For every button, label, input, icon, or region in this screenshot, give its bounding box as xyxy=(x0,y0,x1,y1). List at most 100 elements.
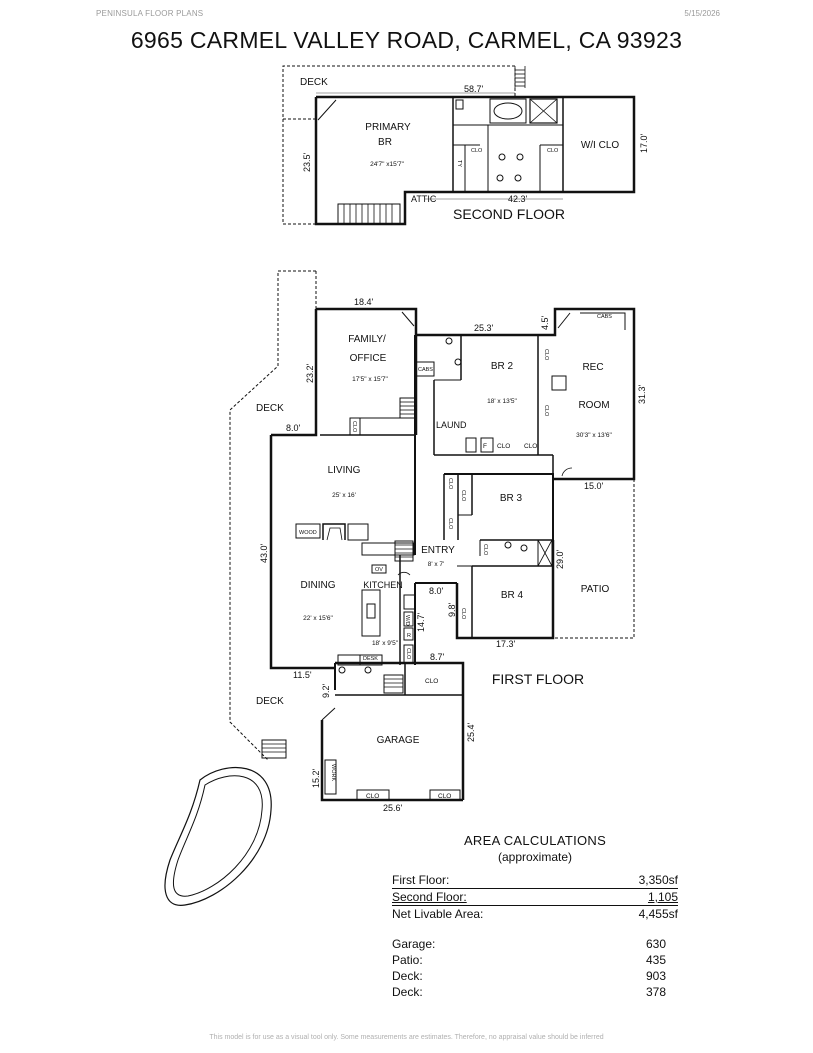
dim-18-4: 18.4' xyxy=(354,297,374,307)
work-label: WORK xyxy=(330,764,336,781)
room-primary-br-size: 24'7" x15'7" xyxy=(370,161,405,168)
ty-label: TY xyxy=(456,160,462,167)
room-patio: PATIO xyxy=(581,584,610,595)
clo-label: CLO xyxy=(460,490,466,502)
room-dining-size: 22' x 15'6" xyxy=(303,615,333,622)
room-rec-size: 30'3" x 13'6" xyxy=(576,432,612,439)
room-deck-left: DECK xyxy=(256,403,284,414)
dim-11-5: 11.5' xyxy=(293,670,312,680)
clo-label: CLO xyxy=(366,793,379,800)
area-row-label: Deck: xyxy=(392,985,423,999)
clo-label: CLO xyxy=(543,349,549,361)
clo-label: CLO xyxy=(351,421,357,433)
area-row-label: Deck: xyxy=(392,969,423,983)
clo-label: CLO xyxy=(460,608,466,620)
clo-label: CLO xyxy=(425,678,438,685)
dim-42-3: 42.3' xyxy=(508,194,528,204)
desk-label: DESK xyxy=(363,656,378,662)
wd-label: W/D xyxy=(404,615,410,626)
area-row-label: Garage: xyxy=(392,937,436,951)
area-row: Deck: 903 xyxy=(392,968,678,984)
area-row-label: Second Floor: xyxy=(392,890,467,904)
room-entry-size: 8' x 7' xyxy=(428,561,445,568)
dim-31-3: 31.3' xyxy=(637,384,647,404)
f-label: F xyxy=(483,443,487,450)
area-title: AREA CALCULATIONS xyxy=(463,833,607,848)
floor-label-second: SECOND FLOOR xyxy=(453,206,565,222)
clo-label: CLO xyxy=(471,148,483,154)
plan-date: 5/15/2026 xyxy=(684,9,720,18)
room-kitchen: KITCHEN xyxy=(363,580,403,590)
area-row: Deck: 378 xyxy=(392,984,678,1000)
clo-label: CLO xyxy=(543,405,549,417)
area-row-value: 378 xyxy=(645,985,666,999)
dim-25-4: 25.4' xyxy=(466,722,476,742)
area-row-value: 630 xyxy=(645,937,666,951)
dim-15-0: 15.0' xyxy=(584,481,604,491)
room-kitchen-size: 18' x 9'5" xyxy=(372,640,399,647)
area-calculations: AREA CALCULATIONS (approximate) First Fl… xyxy=(392,833,678,1000)
clo-label: CLO xyxy=(447,478,453,490)
ov-label: OV xyxy=(375,567,383,573)
room-family-office-line1: FAMILY/ xyxy=(348,334,386,345)
clo-label: CLO xyxy=(547,148,559,154)
area-row-value: 4,455sf xyxy=(638,907,678,921)
clo-label: CLO xyxy=(497,443,510,450)
area-row-value: 903 xyxy=(645,969,666,983)
dim-17-3: 17.3' xyxy=(496,639,516,649)
dim-17-0: 17.0' xyxy=(639,133,649,153)
room-br2: BR 2 xyxy=(491,361,514,372)
area-row-value: 1,105 xyxy=(647,890,678,904)
clo-label: CLO xyxy=(482,544,488,556)
dim-25-3: 25.3' xyxy=(474,323,494,333)
room-laund: LAUND xyxy=(436,420,467,430)
area-subtitle: (approximate) xyxy=(497,850,573,864)
dim-8-7: 8.7' xyxy=(430,652,445,662)
wood-label: WOOD xyxy=(299,530,317,536)
property-address: 6965 CARMEL VALLEY ROAD, CARMEL, CA 9392… xyxy=(130,27,683,53)
dim-9-2: 9.2' xyxy=(321,683,331,698)
disclaimer: This model is for use as a visual tool o… xyxy=(209,1034,604,1041)
room-wi-clo: W/I CLO xyxy=(581,140,620,151)
area-row: Garage: 630 xyxy=(392,936,678,952)
room-br4: BR 4 xyxy=(501,590,524,601)
area-row-label: First Floor: xyxy=(392,873,450,887)
room-living: LIVING xyxy=(328,465,361,476)
area-row-label: Patio: xyxy=(392,953,423,967)
dim-14-7: 14.7' xyxy=(416,612,426,632)
room-primary-br-line2: BR xyxy=(378,137,392,148)
cabs-label: CABS xyxy=(597,314,612,320)
room-living-size: 25' x 16' xyxy=(332,492,356,499)
dim-15-2: 15.2' xyxy=(311,768,321,788)
second-floor-plan xyxy=(282,65,636,226)
dim-8-0-b: 8.0' xyxy=(429,586,444,596)
room-deck-top: DECK xyxy=(300,77,328,88)
area-row: Second Floor: 1,105 xyxy=(392,889,678,906)
area-row-label: Net Livable Area: xyxy=(392,907,484,921)
area-row: Patio: 435 xyxy=(392,952,678,968)
room-dining: DINING xyxy=(301,580,336,591)
area-row: First Floor: 3,350sf xyxy=(392,872,678,889)
area-row-value: 3,350sf xyxy=(638,873,678,887)
area-row: Net Livable Area: 4,455sf xyxy=(392,906,678,922)
room-family-office-line2: OFFICE xyxy=(350,353,387,364)
dim-4-5: 4.5' xyxy=(540,315,550,330)
cabs-label: CABS xyxy=(418,367,433,373)
dim-58-7: 58.7' xyxy=(464,84,484,94)
floor-label-first: FIRST FLOOR xyxy=(492,671,584,687)
dim-8-0-a: 8.0' xyxy=(286,423,301,433)
dim-29-0: 29.0' xyxy=(555,549,565,569)
room-rec-line1: REC xyxy=(582,362,603,373)
dim-25-6: 25.6' xyxy=(383,803,403,813)
room-entry: ENTRY xyxy=(421,545,455,556)
area-row-value: 435 xyxy=(645,953,666,967)
clo-label: CLO xyxy=(447,518,453,530)
clo-label: CLO xyxy=(524,443,537,450)
room-deck-bottom: DECK xyxy=(256,696,284,707)
dim-43-0: 43.0' xyxy=(259,543,269,563)
room-family-office-size: 17'5" x 15'7" xyxy=(352,376,388,383)
dim-23-5: 23.5' xyxy=(302,152,312,172)
dim-23-2: 23.2' xyxy=(305,363,315,383)
room-rec-line2: ROOM xyxy=(578,400,609,411)
